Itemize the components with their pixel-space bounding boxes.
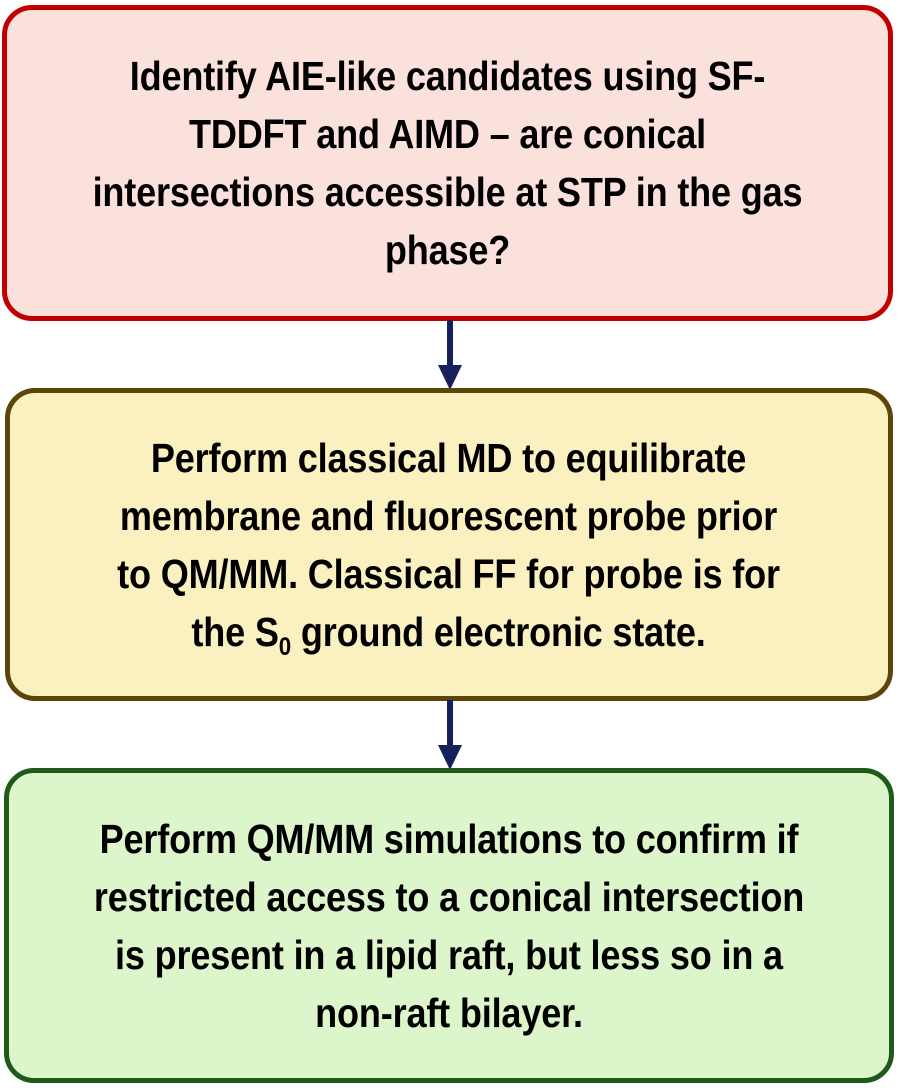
flowchart-node-classical-md: Perform classical MD to equilibrate memb… xyxy=(5,388,893,701)
flowchart-node-qmmm-label: Perform QM/MM simulations to confirm if … xyxy=(93,815,805,1036)
flowchart-node-classical-md-label: Perform classical MD to equilibrate memb… xyxy=(117,434,781,661)
flowchart-node-qmmm: Perform QM/MM simulations to confirm if … xyxy=(4,768,894,1083)
flowchart-node-question: Identify AIE-like candidates using SF-TD… xyxy=(2,5,893,321)
flowchart-node-question-label: Identify AIE-like candidates using SF-TD… xyxy=(92,53,803,273)
arrow-question-to-classical-md xyxy=(437,320,463,390)
arrow-down-icon xyxy=(438,320,462,390)
arrow-down-icon xyxy=(438,700,462,770)
arrow-classical-md-to-qmmm xyxy=(437,700,463,770)
subscript-zero: 0 xyxy=(279,632,292,661)
